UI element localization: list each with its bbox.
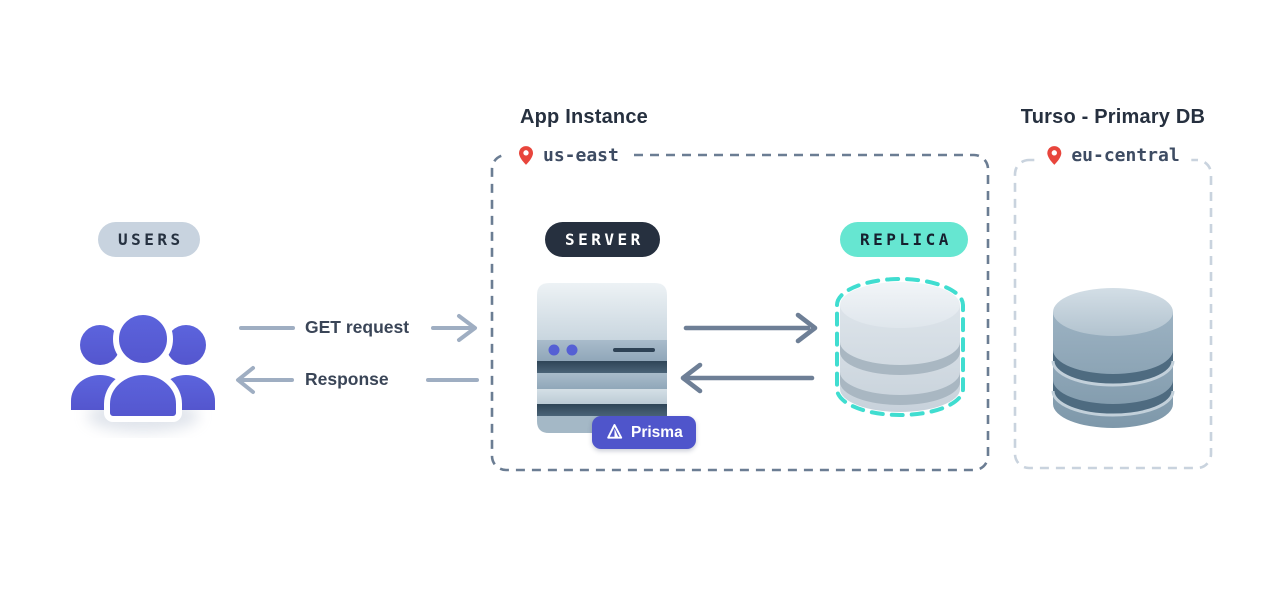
prisma-logo-icon	[607, 424, 623, 439]
turso-region-label: eu-central	[1034, 142, 1192, 168]
prisma-badge-label: Prisma	[631, 423, 683, 441]
turso-db-icon	[1051, 288, 1175, 428]
get-request-label: GET request	[305, 317, 410, 337]
users-icon	[71, 309, 215, 432]
app-instance-title: App Instance	[520, 106, 648, 128]
server-badge: SERVER	[545, 222, 660, 257]
prisma-badge: Prisma	[592, 416, 696, 449]
users-badge: USERS	[98, 222, 200, 257]
response-label: Response	[305, 369, 389, 389]
replica-badge-label: REPLICA	[860, 230, 952, 249]
app-region-label: us-east	[506, 142, 631, 168]
turso-title: Turso - Primary DB	[1020, 106, 1206, 128]
server-badge-label: SERVER	[565, 230, 644, 249]
map-pin-icon	[1047, 145, 1062, 165]
app-region-text: us-east	[543, 144, 619, 166]
replica-to-server-arrow	[680, 362, 815, 394]
turso-region-text: eu-central	[1071, 144, 1180, 166]
users-badge-label: USERS	[118, 230, 184, 249]
replica-badge: REPLICA	[840, 222, 968, 257]
server-icon	[537, 283, 667, 433]
server-to-replica-arrow	[683, 312, 818, 344]
replica-db-icon	[835, 277, 965, 417]
map-pin-icon	[519, 145, 533, 165]
